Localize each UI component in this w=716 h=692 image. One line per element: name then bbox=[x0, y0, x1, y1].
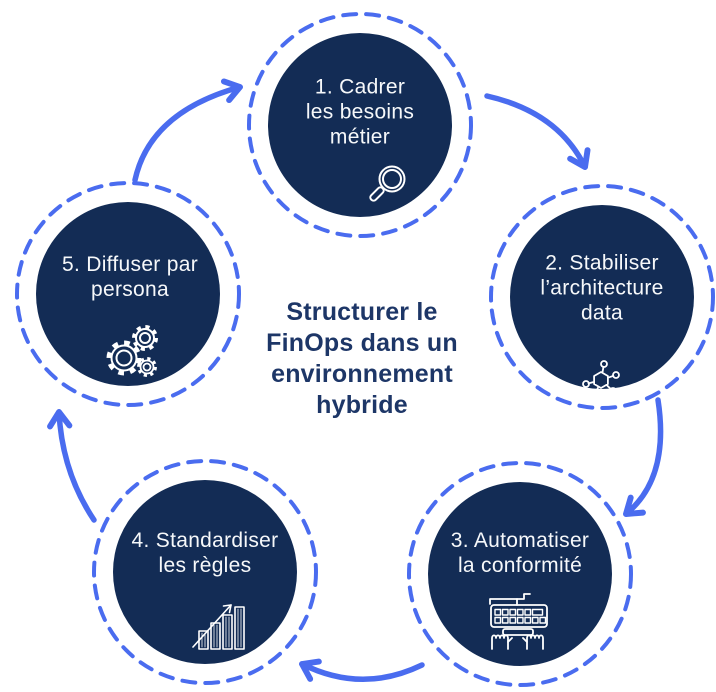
magnifier-icon bbox=[369, 165, 406, 202]
keyboard-hands-icon bbox=[489, 593, 548, 650]
title-line-1: Structurer le bbox=[286, 298, 438, 326]
dashed-rings bbox=[15, 12, 715, 687]
step-3-label: 3. Automatiser la conformité bbox=[410, 528, 630, 578]
step-5-line-1: 5. Diffuser par bbox=[61, 253, 198, 276]
step-3-ring bbox=[407, 461, 633, 687]
arrow-3-to-4 bbox=[299, 658, 425, 682]
step-2-ring bbox=[489, 184, 715, 410]
step-1-ring bbox=[247, 12, 473, 238]
step-1-line-1: 1. Cadrer bbox=[314, 75, 406, 99]
gears-icon bbox=[106, 325, 158, 377]
step-5-ring bbox=[15, 181, 241, 407]
title-line-4: hybride bbox=[316, 391, 408, 419]
title-line-2: FinOps dans un bbox=[266, 329, 458, 357]
step-4-line-2: les règles bbox=[158, 554, 252, 577]
step-2-label: 2. Stabiliser l’architecture data bbox=[492, 251, 712, 326]
step-5-label: 5. Diffuser par persona bbox=[20, 252, 240, 302]
step-3-line-1: 3. Automatiser bbox=[450, 529, 590, 552]
arrow-2-to-3 bbox=[623, 397, 664, 517]
step-3-line-2: la conformité bbox=[457, 554, 583, 577]
arrow-5-to-1 bbox=[132, 78, 243, 183]
left-hand bbox=[491, 634, 513, 650]
small-gear bbox=[137, 357, 157, 377]
growth-chart-icon bbox=[192, 604, 245, 650]
step-4-ring bbox=[92, 459, 318, 685]
title-line-3: environnement bbox=[271, 360, 453, 388]
arrow-1-to-2 bbox=[484, 93, 591, 170]
data-network-icon bbox=[582, 360, 620, 399]
step-4-line-1: 4. Standardiser bbox=[131, 529, 279, 552]
step-2-line-1: 2. Stabiliser bbox=[545, 251, 659, 275]
step-5-line-2: persona bbox=[91, 278, 169, 301]
flow-arrows bbox=[47, 78, 664, 682]
step-5-circle bbox=[36, 202, 220, 386]
step-3-circle bbox=[428, 482, 612, 666]
step-1-label: 1. Cadrer les besoins métier bbox=[250, 75, 470, 150]
step-2-circle bbox=[510, 205, 694, 389]
arrow-4-to-5 bbox=[47, 409, 97, 523]
large-gear bbox=[106, 340, 142, 376]
step-4-circle bbox=[113, 480, 297, 664]
step-2-line-2: l’architecture bbox=[540, 276, 664, 300]
medium-gear bbox=[132, 325, 158, 351]
step-4-label: 4. Standardiser les règles bbox=[95, 528, 315, 578]
right-hand bbox=[522, 634, 544, 650]
diagram-title: Structurer le FinOps dans un environneme… bbox=[217, 297, 507, 421]
step-1-circle bbox=[268, 33, 452, 217]
step-circles bbox=[36, 33, 694, 666]
step-1-line-3: métier bbox=[329, 125, 391, 149]
step-2-line-3: data bbox=[580, 301, 624, 325]
step-1-line-2: les besoins bbox=[305, 100, 415, 124]
